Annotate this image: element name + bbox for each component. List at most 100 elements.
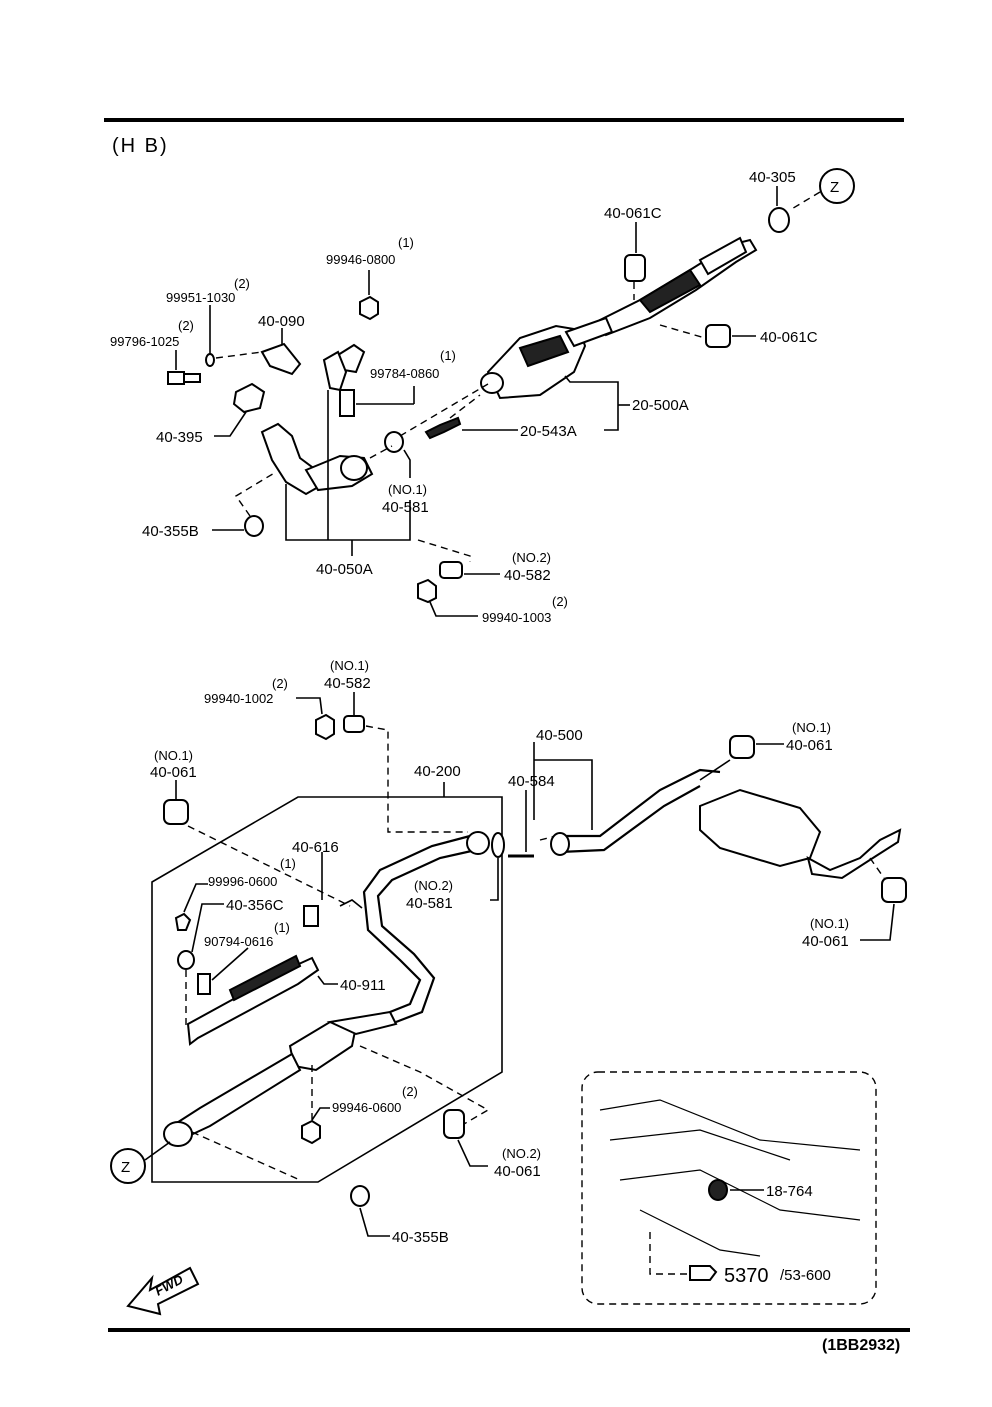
hanger-40-061c-b: [705, 324, 731, 348]
bracket-40-090: [260, 342, 302, 376]
front-pipe-flange: [340, 455, 368, 481]
sensor-20-543a: [424, 416, 462, 440]
front-pipe-bracket: [322, 350, 348, 392]
hand-pointer-icon: [689, 1265, 718, 1281]
hanger-40-061c-a: [624, 254, 646, 282]
leader-40-061-rb: [860, 903, 895, 941]
label-99940-1002: 99940-1002: [204, 691, 273, 706]
converter-inlet-flange: [480, 372, 504, 394]
label-40-616: 40-616: [292, 839, 339, 856]
bolt-99796-1025-shank: [183, 373, 201, 383]
dash-99951: [215, 351, 263, 359]
insulator-40-355b-top: [244, 515, 264, 537]
label-40-061c-a: 40-061C: [604, 205, 662, 222]
leader-99940-1002: [296, 697, 323, 715]
leader-40-061-no2: [457, 1139, 488, 1167]
wire-40-616: [339, 899, 363, 909]
z-circle-top: [819, 168, 855, 204]
muffler-inlet-flange: [550, 832, 570, 856]
leader-40-395: [214, 411, 247, 437]
diagram-code: (1BB2932): [822, 1337, 900, 1354]
assembly-box-40-200: [151, 796, 503, 1183]
leader-40-911: [317, 975, 338, 985]
bolt-90794-0616: [197, 973, 211, 995]
center-pipe-flange: [466, 831, 490, 855]
dash-40-582-top: [417, 539, 471, 562]
inset-box: [581, 1071, 877, 1305]
leader-99946-0600: [311, 1107, 330, 1121]
tail-pipe: [806, 828, 902, 880]
leader-20-500a: [564, 375, 619, 431]
label-40-355b-top: 40-355B: [142, 523, 199, 540]
insulator-18-764: [708, 1179, 728, 1201]
inset-frame-3: [619, 1169, 861, 1221]
qty-99946-0800: (1): [398, 235, 414, 250]
leader-99996-0600: [183, 883, 208, 913]
label-40-582-bottom: 40-582: [324, 675, 371, 692]
gasket-40-581-top: [384, 431, 404, 453]
label-40-584: 40-584: [508, 773, 555, 790]
center-pipe-front-flange: [163, 1121, 193, 1147]
label-90794-0616: 90794-0616: [204, 934, 273, 949]
pipe-flange-end: [698, 236, 748, 276]
label-40-200: 40-200: [414, 763, 461, 780]
leader-40-355b-bottom: [359, 1207, 390, 1237]
label-20-500a: 20-500A: [632, 397, 689, 414]
inset-frame-4: [639, 1209, 761, 1257]
dash-sensor: [449, 394, 481, 419]
variant-label: (H B): [112, 135, 169, 157]
bolt-99784-0860: [339, 389, 355, 417]
muffler-pipe-upper: [556, 768, 721, 838]
label-40-050a: 40-050A: [316, 561, 373, 578]
insulator-40-356c: [177, 950, 195, 970]
nut-99946-0600: [301, 1119, 321, 1145]
label-40-581-top: 40-581: [382, 499, 429, 516]
label-40-305: 40-305: [749, 169, 796, 186]
no2-40-061: (NO.2): [502, 1146, 541, 1161]
muffler-pipe-lower: [559, 785, 701, 854]
dash-to-converter: [399, 383, 489, 437]
leader-40-500-bracket: [534, 759, 593, 830]
leader-40-581-bottom: [490, 858, 499, 901]
hanger-40-061-left: [163, 799, 189, 825]
leader-40-356c: [191, 903, 224, 953]
label-40-061-left: 40-061: [150, 764, 197, 781]
center-pipe-lower: [376, 848, 477, 1024]
qty-99940-1003: (2): [552, 594, 568, 609]
nut-99940-1003: [417, 578, 437, 604]
label-99946-0600: 99946-0600: [332, 1100, 401, 1115]
dash-40-061-no2: [359, 1045, 490, 1125]
label-40-061-rb: 40-061: [802, 933, 849, 950]
leader-40-581-top: [403, 449, 411, 478]
no2-40-581: (NO.2): [414, 878, 453, 893]
gasket-40-305: [768, 207, 790, 233]
insulator-40-355b-bottom: [350, 1185, 370, 1207]
dash-40-582-bottom: [365, 725, 468, 833]
label-20-543a: 20-543A: [520, 423, 577, 440]
fwd-arrow: FWD: [126, 1266, 200, 1316]
dash-40-061-rb: [869, 857, 885, 879]
label-40-582-top: 40-582: [504, 567, 551, 584]
label-40-581-bottom: 40-581: [406, 895, 453, 912]
label-40-395: 40-395: [156, 429, 203, 446]
resonator-outlet: [326, 1010, 398, 1036]
qty-99996-0600: (1): [280, 856, 296, 871]
label-99784-0860: 99784-0860: [370, 366, 439, 381]
label-40-090: 40-090: [258, 313, 305, 330]
inset-frame-1: [599, 1099, 861, 1151]
bottom-assembly: 40-200 (2) 99940-1002 (NO.1) 40-582 (NO.…: [110, 658, 907, 1316]
muffler-bracket: [699, 759, 731, 781]
dash-z-bottom: [191, 1131, 301, 1181]
insulator-detail: [228, 954, 302, 1002]
clip-99996-0600: [174, 912, 192, 931]
bolt-99796-1025-head: [167, 371, 185, 385]
spring-40-582-bottom: [343, 715, 365, 733]
qty-99940-1002: (2): [272, 676, 288, 691]
leader-99940-1003: [429, 601, 478, 617]
front-pipe-elbow: [260, 422, 322, 496]
muffler-body: [699, 788, 822, 868]
top-assembly: Z 40-305 40-061C 40-061C 20-500A 20-543A: [110, 168, 855, 625]
heat-insulator-40-911: [186, 956, 320, 1046]
